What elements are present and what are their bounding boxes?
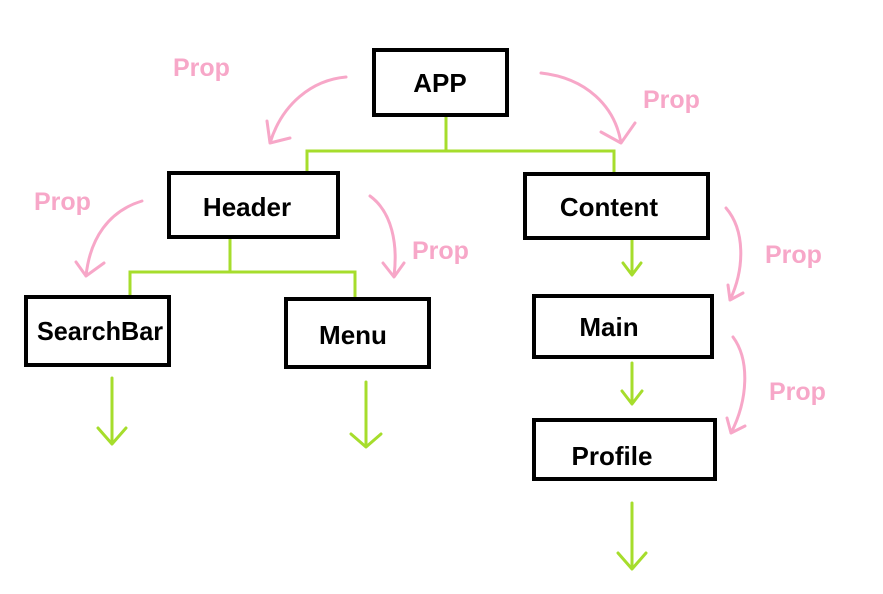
node-menu-label: Menu [319,320,387,350]
node-header: Header [167,171,340,239]
node-app-label: APP [413,68,466,98]
node-searchbar-label: SearchBar [37,316,163,346]
node-profile-label: Profile [572,441,653,471]
app-to-children-connector [305,116,616,174]
node-profile: Profile [532,418,717,481]
prop-arrows [74,71,747,435]
node-menu: Menu [284,297,431,369]
prop-arrow-content-right [724,206,745,302]
main-to-profile-arrow [620,361,644,406]
header-to-children-connector [128,236,357,299]
node-header-box [167,171,340,239]
prop-arrow-main-right [725,335,747,435]
profile-down-arrow [616,501,648,571]
prop-arrow-app-left [265,75,348,145]
node-app: APP [372,48,509,117]
prop-label-app-right: Prop [643,86,700,114]
prop-arrow-app-right [539,71,637,145]
node-content: Content [523,172,710,240]
node-menu-box [284,297,431,369]
prop-label-header-left: Prop [34,188,91,216]
node-main-box [532,294,714,359]
prop-arrow-header-right [368,194,406,279]
node-app-box [372,48,509,117]
node-content-box [523,172,710,240]
flow-arrows [96,238,648,571]
node-header-label: Header [203,192,291,222]
prop-label-header-right: Prop [412,237,469,265]
prop-label-app-left: Prop [173,54,230,82]
node-main: Main [532,294,714,359]
prop-label-main-right: Prop [769,378,826,406]
searchbar-down-arrow [96,376,128,446]
node-searchbar-box [24,295,171,367]
node-content-label: Content [560,192,659,222]
prop-label-content-right: Prop [765,241,822,269]
tree-connectors [128,116,616,299]
prop-labels: Prop Prop Prop Prop Prop Prop [34,54,826,406]
menu-down-arrow [349,380,383,449]
node-searchbar: SearchBar [24,295,171,367]
node-profile-box [532,418,717,481]
node-main-label: Main [579,312,638,342]
content-to-main-arrow [621,238,643,277]
prop-arrow-header-left [74,199,144,278]
